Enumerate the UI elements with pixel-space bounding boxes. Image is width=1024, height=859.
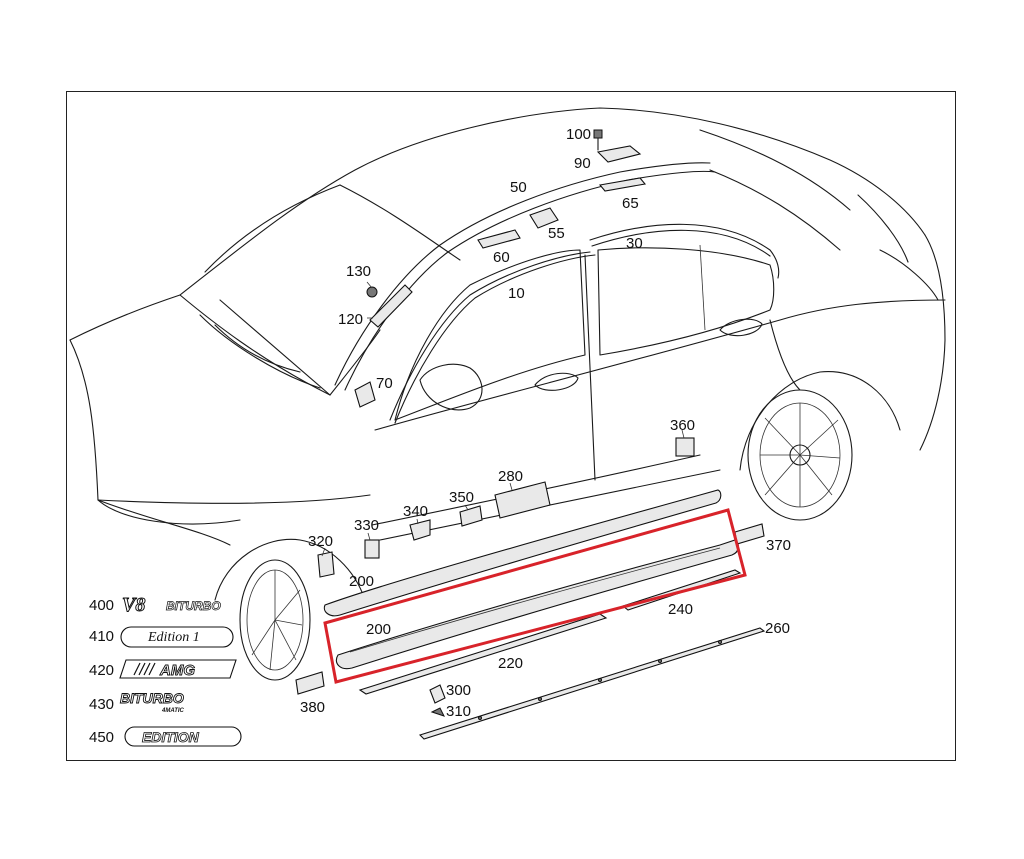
badge-450-text: EDITION <box>142 729 200 745</box>
callout-310: 310 <box>446 703 471 720</box>
callout-120: 120 <box>338 311 363 328</box>
badge-400-v8: V8 <box>122 594 145 616</box>
callout-280: 280 <box>498 468 523 485</box>
badge-420-text: AMG <box>159 662 195 679</box>
badge-400-biturbo: BITURBO <box>166 599 221 613</box>
callout-10: 10 <box>508 285 525 302</box>
callout-30: 30 <box>626 235 643 252</box>
badge-400-number: 400 <box>89 597 114 614</box>
callout-55: 55 <box>548 225 565 242</box>
badge-450-plate <box>124 726 242 747</box>
badge-430-number: 430 <box>89 696 114 713</box>
callout-350: 350 <box>449 489 474 506</box>
callout-260: 260 <box>765 620 790 637</box>
badge-legend: 400 V8 BITURBO 410 Edition 1 420 AMG 430… <box>89 594 242 747</box>
callout-60: 60 <box>493 249 510 266</box>
callout-240: 240 <box>668 601 693 618</box>
callout-360: 360 <box>670 417 695 434</box>
callout-340: 340 <box>403 503 428 520</box>
highlight-box <box>323 508 747 684</box>
badge-420-number: 420 <box>89 662 114 679</box>
car-outline <box>69 107 946 681</box>
callout-labels: 100 90 50 65 55 30 60 130 10 120 70 360 … <box>300 126 791 720</box>
callout-330: 330 <box>354 517 379 534</box>
callout-300: 300 <box>446 682 471 699</box>
badge-410-text: Edition 1 <box>147 630 200 645</box>
callout-130: 130 <box>346 263 371 280</box>
callout-200-lower: 200 <box>366 621 391 638</box>
callout-90: 90 <box>574 155 591 172</box>
badge-430-biturbo: BITURBO <box>120 690 184 706</box>
callout-65: 65 <box>622 195 639 212</box>
callout-220: 220 <box>498 655 523 672</box>
badge-430-4matic: 4MATIC <box>161 708 185 714</box>
callout-50: 50 <box>510 179 527 196</box>
badge-450-number: 450 <box>89 729 114 746</box>
diagram-frame <box>66 91 956 761</box>
badge-410-plate <box>120 626 234 648</box>
callout-100: 100 <box>566 126 591 143</box>
callout-320: 320 <box>308 533 333 550</box>
badge-410-number: 410 <box>89 628 114 645</box>
small-parts <box>295 129 765 717</box>
callout-leaders <box>321 281 685 557</box>
callout-70: 70 <box>376 375 393 392</box>
callout-200-upper: 200 <box>349 573 374 590</box>
sill-panels <box>323 489 766 740</box>
callout-370: 370 <box>766 537 791 554</box>
callout-380: 380 <box>300 699 325 716</box>
